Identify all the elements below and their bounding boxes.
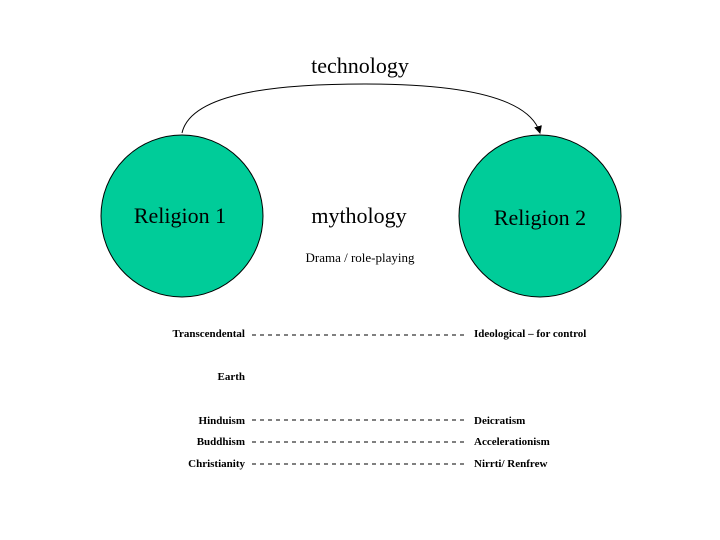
religion-1-label: Religion 1	[133, 203, 227, 228]
row-left-transcendental: Transcendental	[172, 328, 245, 340]
mythology-label: mythology	[311, 203, 407, 228]
row-left-christianity: Christianity	[188, 458, 245, 470]
technology-label: technology	[311, 53, 409, 78]
religion-2-circle	[458, 134, 622, 298]
row-right-accelerationism: Accelerationism	[474, 436, 550, 448]
religion-1-circle	[100, 134, 264, 298]
row-left-hinduism: Hinduism	[198, 415, 245, 427]
technology-arrow	[181, 83, 542, 134]
drama-role-playing-label: Drama / role-playing	[305, 250, 415, 265]
row-left-buddhism: Buddhism	[196, 436, 245, 448]
religion-2-label: Religion 2	[493, 205, 587, 230]
row-right-deicratism: Deicratism	[474, 415, 526, 427]
row-right-ideological: Ideological – for control	[474, 328, 587, 340]
row-left-earth: Earth	[217, 371, 246, 383]
row-right-nirrti-renfrew: Nirrti/ Renfrew	[474, 458, 548, 470]
